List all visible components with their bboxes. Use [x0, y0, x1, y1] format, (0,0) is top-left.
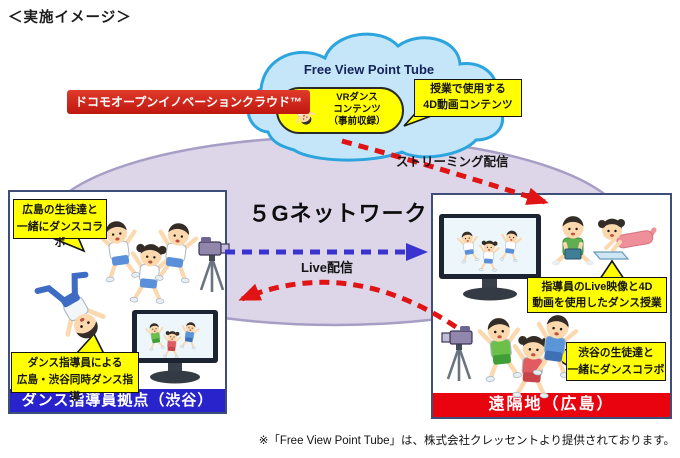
page-title: ＜実施イメージ＞: [8, 10, 132, 26]
shibuya-collab-bubble: 広島の生徒達と 一緒にダンスコラボ: [13, 199, 107, 249]
hiroshima-banner: 遠隔地（広島）: [433, 393, 670, 417]
vr-content-line1: VRダンス: [336, 92, 378, 103]
bubble-line: 広島の生徒達と: [22, 204, 98, 216]
shibuya-banner: ダンス指導員拠点（渋谷）: [10, 389, 225, 412]
bubble-line: 渋谷の生徒達と: [578, 347, 654, 359]
bubble-line: ダンス指導員による: [27, 357, 123, 369]
vr-content-line3: （事前収録）: [328, 115, 386, 127]
instructor-bubble: ダンス指導員による 広島・渋谷同時ダンス指導: [11, 352, 139, 403]
callout-line2: 4D動画コンテンツ: [423, 98, 513, 111]
hiroshima-lesson-bubble: 指導員のLive映像と4D 動画を使用したダンス授業: [527, 277, 667, 313]
docomo-cloud-label: ドコモオープンイノベーションクラウド™: [67, 90, 310, 114]
streaming-label: ストリーミング配信: [396, 155, 509, 169]
live-delivery-label: Live配信: [301, 260, 354, 275]
bubble-line: 指導員のLive映像と4D: [541, 281, 653, 293]
callout-line1: 授業で使用する: [430, 83, 506, 95]
vr-content-line2: コンテンツ: [333, 103, 381, 115]
return-video-arrow: [238, 279, 458, 330]
bubble-line: 動画を使用したダンス授業: [532, 296, 662, 309]
hiroshima-collab-bubble: 渋谷の生徒達と 一緒にダンスコラボ: [566, 342, 666, 381]
bubble-line: 広島・渋谷同時ダンス指導: [16, 373, 134, 403]
bubble-line: 一緒にダンスコラボ: [567, 363, 665, 376]
bubble-line: 一緒にダンスコラボ: [16, 220, 104, 250]
vr-content-label: VRダンス コンテンツ （事前収録）: [313, 92, 401, 128]
4d-content-callout: 授業で使用する 4D動画コンテンツ: [414, 79, 522, 117]
footnote: ※「Free View Point Tube」は、株式会社クレッセントより提供さ…: [258, 435, 675, 447]
service-name-label: Free View Point Tube: [303, 62, 435, 77]
5g-network-label: ５Gネットワーク: [248, 201, 428, 226]
